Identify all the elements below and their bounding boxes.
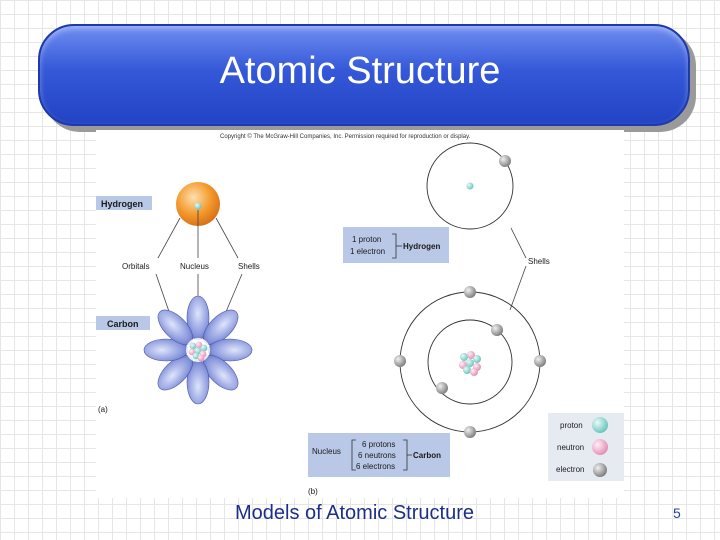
legend-proton-label: proton bbox=[560, 421, 583, 430]
figure-caption: Models of Atomic Structure bbox=[235, 502, 474, 524]
carbon-label: Carbon bbox=[107, 319, 139, 329]
legend-neutron-label: neutron bbox=[557, 443, 584, 452]
copyright-notice: Copyright © The McGraw-Hill Companies, I… bbox=[220, 133, 471, 140]
shells-label-b: Shells bbox=[528, 257, 550, 266]
carbon-outer-electron bbox=[394, 355, 406, 367]
legend-proton-swatch bbox=[592, 417, 608, 433]
shells-pointer-lower-b bbox=[509, 265, 527, 311]
hydrogen-info-box: 1 proton 1 electron Hydrogen bbox=[343, 227, 449, 263]
panel-b: 1 proton 1 electron Hydrogen Shells bbox=[308, 142, 624, 496]
panel-a-label: (a) bbox=[98, 405, 108, 414]
carbon-info-box: Nucleus 6 protons 6 neutrons 6 electrons… bbox=[308, 433, 450, 477]
shells-label: Shells bbox=[238, 262, 260, 271]
panel-b-label: (b) bbox=[308, 487, 318, 496]
carbon-shell-nucleus bbox=[459, 351, 481, 376]
orbitals-pointer bbox=[157, 217, 181, 259]
carbon-box-line-1: 6 protons bbox=[362, 440, 395, 449]
hydrogen-box-name: Hydrogen bbox=[403, 242, 440, 251]
carbon-nucleus bbox=[188, 341, 208, 362]
orbitals-label: Orbitals bbox=[122, 262, 150, 271]
carbon-outer-electron bbox=[464, 286, 476, 298]
panel-a: Hydrogen Orbitals Nucleus Shells Carbon bbox=[96, 182, 260, 414]
legend-electron-swatch bbox=[593, 463, 607, 477]
carbon-box-line-3: 6 electrons bbox=[356, 462, 395, 471]
title-banner bbox=[38, 24, 690, 126]
hydrogen-box-line-2: 1 electron bbox=[350, 247, 385, 256]
hydrogen-shell bbox=[426, 142, 514, 230]
hydrogen-proton bbox=[466, 182, 474, 190]
nucleus-label: Nucleus bbox=[180, 262, 209, 271]
page-number: 5 bbox=[673, 505, 681, 521]
shells-pointer-upper bbox=[510, 227, 527, 259]
carbon-orbital-lobes bbox=[143, 295, 253, 405]
hydrogen-label: Hydrogen bbox=[101, 199, 143, 209]
hydrogen-label-box bbox=[96, 196, 152, 210]
particle-legend: proton neutron electron bbox=[548, 413, 624, 481]
carbon-box-line-2: 6 neutrons bbox=[358, 451, 396, 460]
carbon-outer-electron bbox=[464, 426, 476, 438]
carbon-box-prefix: Nucleus bbox=[312, 447, 341, 456]
atomic-structure-figure: Copyright © The McGraw-Hill Companies, I… bbox=[96, 130, 624, 498]
carbon-inner-electron bbox=[491, 324, 503, 336]
legend-neutron-swatch bbox=[592, 439, 608, 455]
legend-electron-label: electron bbox=[556, 465, 584, 474]
hydrogen-nucleus bbox=[194, 202, 202, 210]
carbon-box-name: Carbon bbox=[413, 451, 441, 460]
hydrogen-electron bbox=[499, 155, 511, 167]
hydrogen-box-line-1: 1 proton bbox=[352, 235, 381, 244]
carbon-inner-electron bbox=[436, 382, 448, 394]
carbon-outer-electron bbox=[534, 355, 546, 367]
figure-canvas: Copyright © The McGraw-Hill Companies, I… bbox=[96, 133, 624, 496]
carbon-inner-shell bbox=[427, 319, 513, 405]
carbon-label-box bbox=[96, 316, 150, 330]
slide-title: Atomic Structure bbox=[219, 50, 501, 92]
shells-pointer bbox=[215, 217, 239, 259]
